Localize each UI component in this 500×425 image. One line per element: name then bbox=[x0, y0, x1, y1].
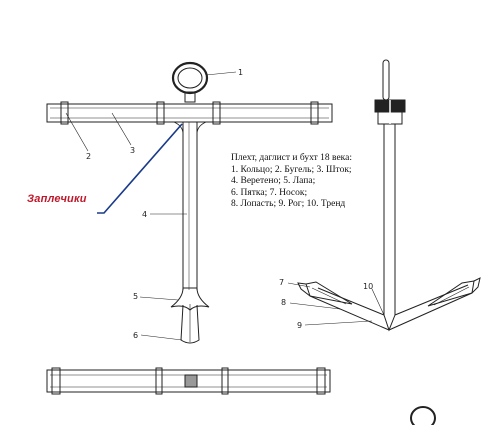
callout-leader bbox=[97, 123, 183, 214]
stock-band-right bbox=[310, 101, 319, 125]
label-4: 4 bbox=[142, 210, 147, 219]
caption-title: Плехт, даглист и бухт 18 века: bbox=[231, 153, 352, 163]
caption-line: 8. Лопасть; 9. Рог; 10. Тренд bbox=[231, 199, 346, 210]
bill-left bbox=[297, 282, 311, 297]
label-6: 6 bbox=[133, 331, 138, 340]
side-view-anchor bbox=[297, 59, 481, 332]
top-view-stock bbox=[46, 367, 331, 395]
top-band-mid-left bbox=[155, 367, 163, 395]
top-band-right bbox=[316, 367, 326, 395]
top-band-left bbox=[51, 367, 61, 395]
shank bbox=[182, 122, 198, 290]
callout-zaplechiki: Заплечики bbox=[27, 193, 87, 205]
label-1: 1 bbox=[238, 68, 243, 77]
top-stock bbox=[46, 369, 331, 393]
label-5: 5 bbox=[133, 292, 138, 301]
stock-band-mid-right bbox=[212, 101, 221, 125]
caption-line: 6. Пятка; 7. Носок; bbox=[231, 187, 308, 198]
stock bbox=[46, 103, 333, 123]
top-band-mid-right bbox=[221, 367, 229, 395]
label-10: 10 bbox=[363, 282, 373, 291]
ring-inner bbox=[177, 67, 203, 89]
label-9: 9 bbox=[297, 321, 302, 330]
fluke-front bbox=[170, 287, 210, 311]
label-8: 8 bbox=[281, 298, 286, 307]
caption-line: 1. Кольцо; 2. Бугель; 3. Шток; bbox=[231, 164, 352, 175]
ring-fragment bbox=[410, 406, 436, 425]
label-3: 3 bbox=[130, 146, 135, 155]
ring bbox=[171, 61, 209, 95]
side-arm-outer bbox=[317, 284, 469, 316]
leader-lines bbox=[65, 71, 385, 341]
palm-left bbox=[305, 281, 353, 305]
legend-caption: Плехт, даглист и бухт 18 века: 1. Кольцо… bbox=[231, 153, 391, 211]
side-ring bbox=[382, 59, 390, 101]
stock-band-mid-left bbox=[156, 101, 165, 125]
palm-right bbox=[427, 280, 475, 307]
bill-right bbox=[471, 277, 481, 294]
caption-line: 4. Веретено; 5. Лапа; bbox=[231, 176, 316, 187]
side-arm-inner bbox=[309, 292, 473, 331]
label-2: 2 bbox=[86, 152, 91, 161]
front-view-anchor bbox=[46, 61, 333, 344]
ring-neck bbox=[184, 91, 196, 103]
top-shank-hole bbox=[184, 374, 198, 388]
stock-band-left bbox=[60, 101, 69, 125]
label-7: 7 bbox=[279, 278, 284, 287]
side-shank bbox=[383, 124, 396, 315]
